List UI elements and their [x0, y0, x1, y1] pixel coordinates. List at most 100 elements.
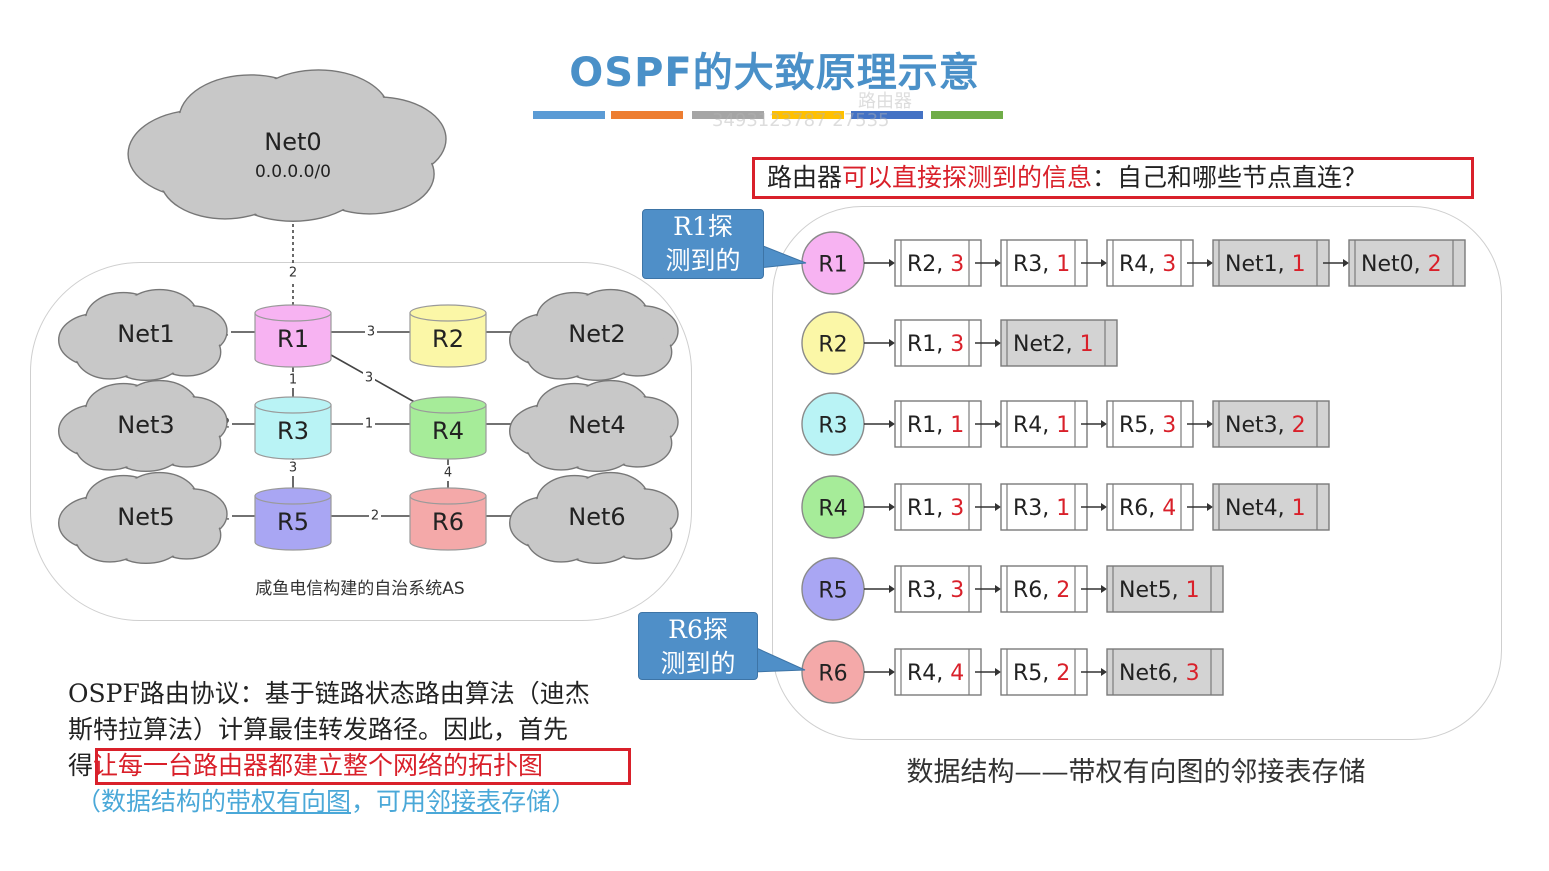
link-cost-label: 3 — [367, 325, 375, 340]
entry-name: Net3, — [1225, 413, 1292, 438]
adjacency-list-panel — [772, 206, 1502, 740]
router-body — [254, 404, 332, 460]
entry-label: R2, 3 — [907, 252, 964, 277]
link-cost-bg — [287, 460, 299, 476]
entry-cell — [1348, 239, 1466, 287]
net6-cloud-icon — [509, 471, 679, 565]
r5-router-label: R5 — [277, 508, 309, 536]
description-line4-mid: ，可用 — [351, 787, 427, 816]
entry-name: R6, — [1119, 496, 1162, 521]
callout-r6-pointer — [751, 645, 806, 673]
r1-head-label: R1 — [818, 253, 847, 278]
link-cost-bg — [287, 265, 299, 281]
adjacency-arrowhead — [1101, 585, 1107, 593]
net0-address: 0.0.0.0/0 — [255, 162, 331, 182]
entry-cell — [1106, 565, 1224, 613]
router-top — [254, 487, 332, 505]
cloud-puff-fill — [528, 332, 594, 378]
entry-label: R6, 2 — [1013, 578, 1070, 603]
entry-label: Net3, 2 — [1225, 413, 1306, 438]
callout-r1-line1: R1探 — [673, 212, 733, 241]
callout-r6-line1: R6探 — [668, 615, 728, 644]
r4-router-cylinder — [409, 396, 487, 460]
top-note-part3: ：自己和哪些节点直连？ — [1092, 163, 1368, 192]
net4-label: Net4 — [568, 411, 625, 439]
entry-label: R3, 1 — [1013, 496, 1070, 521]
cloud-puff-fill — [77, 423, 143, 469]
watermark-line2: 3493123787 27535 — [712, 110, 890, 131]
entry-name: Net4, — [1225, 496, 1292, 521]
adjacency-arrowhead — [889, 339, 895, 347]
entry-label: R1, 3 — [907, 332, 964, 357]
entry-cell — [1106, 239, 1194, 287]
link-cost-bg — [369, 508, 381, 524]
entry-weight: 3 — [1186, 661, 1200, 686]
entry-name: R3, — [907, 578, 950, 603]
entry-weight: 4 — [1162, 496, 1176, 521]
link-cost-label: 1 — [289, 373, 297, 388]
adjacency-net-entry: Net3, 2 — [1212, 400, 1330, 448]
description-highlight: 让每一台路由器都建立整个网络的拓扑图 — [93, 751, 544, 780]
entry-cell — [894, 483, 982, 531]
header-color-bar — [931, 111, 1003, 119]
net4-cloud-icon — [509, 379, 679, 473]
entry-weight: 1 — [1186, 578, 1200, 603]
description-line2: 斯特拉算法）计算最佳转发路径。因此，首先 — [68, 715, 569, 744]
as-topology-panel — [30, 262, 692, 621]
entry-weight: 3 — [950, 496, 964, 521]
router-top — [409, 487, 487, 505]
entry-cell — [1212, 483, 1330, 531]
entry-cell — [1000, 239, 1088, 287]
entry-weight: 1 — [950, 413, 964, 438]
adjacency-net-entry: Net2, 1 — [1000, 319, 1118, 367]
adjacency-router-entry: R2, 3 — [894, 239, 982, 287]
description-line4-end: 存储） — [501, 787, 577, 816]
entry-label: Net6, 3 — [1119, 661, 1200, 686]
adjacency-arrowhead — [889, 420, 895, 428]
header-color-bar — [611, 111, 683, 119]
entry-cell — [1212, 239, 1330, 287]
r5-head-label: R5 — [818, 579, 847, 604]
router-body — [409, 404, 487, 460]
entry-label: Net5, 1 — [1119, 578, 1200, 603]
entry-cell — [1106, 483, 1194, 531]
r3-router-label: R3 — [277, 417, 309, 445]
description-line4-open: （数据结构的 — [76, 787, 227, 816]
router-top — [254, 304, 332, 322]
net2-label: Net2 — [568, 320, 625, 348]
adjacency-arrowhead — [995, 420, 1001, 428]
adjacency-net-entry: Net4, 1 — [1212, 483, 1330, 531]
net3-label: Net3 — [117, 411, 174, 439]
entry-name: R5, — [1013, 661, 1056, 686]
r2-head-label: R2 — [818, 333, 847, 358]
cloud-puff-fill — [77, 515, 143, 561]
entry-cell — [1106, 400, 1194, 448]
callout-r6-line2: 测到的 — [660, 649, 736, 678]
entry-weight: 2 — [1428, 252, 1442, 277]
entry-weight: 3 — [1162, 252, 1176, 277]
adjacency-router-entry: R3, 1 — [1000, 239, 1088, 287]
entry-cell — [1000, 648, 1088, 696]
net6-label: Net6 — [568, 503, 625, 531]
data-structure-caption: 数据结构——带权有向图的邻接表存储 — [906, 757, 1366, 788]
entry-name: R4, — [907, 661, 950, 686]
adjacency-arrowhead — [889, 668, 895, 676]
description-line3-prefix: 得 — [68, 751, 94, 780]
adjacency-router-entry: R4, 3 — [1106, 239, 1194, 287]
entry-label: R3, 1 — [1013, 252, 1070, 277]
description-line1: OSPF路由协议：基于链路状态路由算法（迪杰 — [68, 679, 590, 708]
adjacency-arrowhead — [1207, 420, 1213, 428]
entry-cell — [1000, 400, 1088, 448]
adjacency-router-entry: R4, 4 — [894, 648, 982, 696]
adjacency-arrowhead — [1101, 259, 1107, 267]
entry-name: R1, — [907, 413, 950, 438]
adjacency-arrowhead — [1207, 259, 1213, 267]
cloud-puff-fill — [528, 515, 594, 561]
watermark-line1: 路由器 — [858, 91, 912, 112]
net5-label: Net5 — [117, 503, 174, 531]
adjacency-net-entry: Net1, 1 — [1212, 239, 1330, 287]
router-body — [254, 495, 332, 551]
entry-weight: 3 — [1162, 413, 1176, 438]
